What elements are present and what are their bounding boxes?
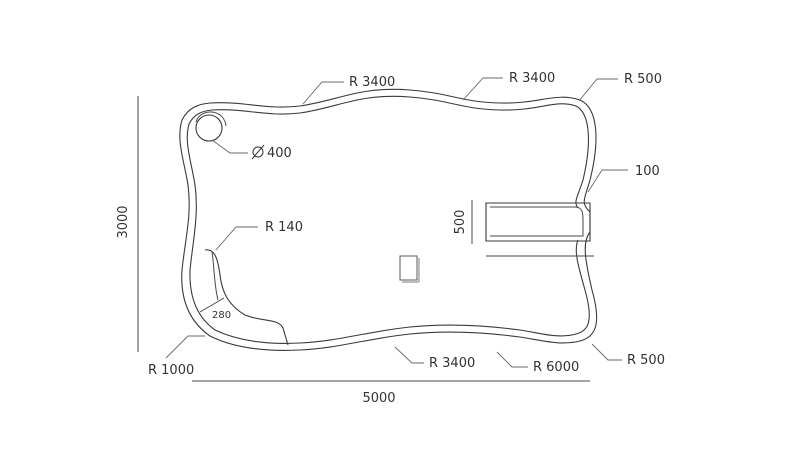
- label-r-top-left: R 3400: [349, 75, 395, 90]
- label-diameter: 400: [267, 146, 292, 161]
- label-r-bottom-right: R 500: [627, 353, 665, 368]
- leader-r-top-left: [302, 81, 344, 105]
- label-height: 3000: [116, 205, 131, 238]
- pool-outline-outer: [179, 88, 598, 351]
- label-r-bottom-left: R 1000: [148, 363, 194, 378]
- leader-r-bottom-left: [165, 335, 205, 359]
- label-step-width: 500: [453, 210, 468, 235]
- label-offset: 100: [635, 164, 660, 179]
- drain-square: [399, 255, 418, 281]
- corner-circle: [195, 114, 223, 142]
- leader-r-top-right: [578, 78, 618, 102]
- circle-arc: [195, 111, 227, 127]
- label-step-depth: 280: [212, 310, 231, 321]
- leader-r-step: [215, 226, 258, 251]
- step-curve: [211, 251, 219, 301]
- label-r-bottom-mid: R 3400: [429, 356, 475, 371]
- leader-diameter: [211, 139, 248, 154]
- step-outline: [204, 249, 289, 346]
- leader-r-bottom-right: [591, 343, 622, 361]
- leader-r-bottom-right-mid: [496, 351, 528, 368]
- label-r-top-mid: R 3400: [509, 71, 555, 86]
- label-r-step: R 140: [265, 220, 303, 235]
- bench-outline: [485, 202, 591, 242]
- leader-r-top-mid: [462, 77, 503, 101]
- bench-inner: [490, 206, 584, 237]
- label-width: 5000: [362, 391, 395, 406]
- diameter-icon: [251, 144, 265, 160]
- leader-r-bottom-mid: [394, 346, 424, 364]
- step-depth-line: [199, 297, 225, 313]
- label-r-top-right: R 500: [624, 72, 662, 87]
- label-r-bottom-right-mid: R 6000: [533, 360, 579, 375]
- pool-outline-inner: [186, 95, 590, 344]
- leader-offset: [587, 169, 628, 193]
